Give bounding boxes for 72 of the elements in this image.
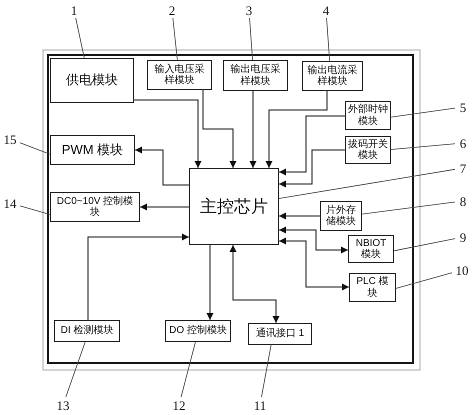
callout-number: 15: [0, 131, 20, 147]
leader-line: [390, 108, 456, 118]
callout-number: 4: [318, 2, 334, 18]
module-label: DI 检测模块: [60, 325, 114, 337]
module-label: 供电模块: [66, 73, 118, 88]
leader-line: [326, 18, 330, 62]
callout-number: 5: [455, 99, 471, 115]
arrow: [266, 90, 328, 168]
double-arrow: [278, 238, 350, 290]
arrow: [134, 100, 202, 168]
module-label: 片外存储模块: [325, 204, 357, 228]
module-label: DO 控制模块: [169, 325, 227, 337]
module-label: 外部时钟模块: [348, 104, 388, 127]
double-arrow: [230, 244, 280, 324]
leader-line: [20, 142, 50, 155]
leader-line: [362, 202, 456, 214]
module-box: [50, 192, 140, 222]
arrow: [134, 146, 190, 186]
module-box: [50, 135, 135, 165]
module-label: 输入电压采样模块: [154, 64, 206, 86]
arrow: [140, 204, 190, 210]
leader-line: [261, 344, 272, 398]
module-label: PLC 模块: [355, 276, 390, 299]
module-label: 输出电流采样模块: [306, 64, 358, 88]
arrow: [278, 150, 346, 188]
module-box: [54, 320, 120, 342]
leader-line: [65, 342, 86, 398]
leader-line: [75, 18, 85, 58]
module-label: 通讯接口 1: [256, 328, 304, 340]
arrow: [88, 234, 190, 320]
module-box: [189, 168, 279, 245]
module-box: [50, 58, 134, 103]
leader-line: [20, 205, 50, 215]
module-box: [302, 61, 363, 91]
module-box: [223, 60, 288, 91]
module-label: 输出电压采样模块: [230, 64, 282, 87]
module-label: PWM 模块: [62, 142, 124, 158]
module-box: [348, 235, 394, 263]
callout-number: 11: [250, 397, 270, 413]
leader-line: [249, 18, 253, 60]
module-label: DC0~10V 控制模块: [56, 196, 134, 218]
arrow: [202, 90, 236, 168]
callout-number: 1: [66, 2, 82, 18]
module-box: [248, 323, 312, 345]
callout-number: 6: [455, 135, 471, 151]
leader-line: [172, 18, 178, 60]
module-box: [320, 201, 362, 231]
callout-number: 14: [0, 195, 20, 211]
callout-number: 2: [164, 2, 180, 18]
module-label: NBIOT 模块: [354, 238, 388, 260]
leader-line: [278, 168, 456, 199]
callout-number: 12: [169, 397, 189, 413]
leader-line: [396, 272, 452, 289]
double-arrow: [278, 226, 348, 254]
arrow: [278, 212, 320, 220]
leader-line: [180, 342, 196, 398]
module-box: [165, 320, 231, 342]
module-label: 拔码开关模块: [348, 138, 388, 162]
module-box: [349, 273, 396, 302]
leader-line: [394, 238, 456, 252]
arrow: [206, 244, 214, 320]
leader-line: [390, 143, 456, 150]
callout-number: 10: [452, 262, 472, 278]
arrow: [278, 116, 346, 176]
module-label: 主控芯片: [200, 196, 268, 216]
callout-number: 7: [455, 160, 471, 176]
callout-number: 9: [455, 229, 471, 245]
callout-number: 3: [241, 2, 257, 18]
module-box: [147, 60, 212, 90]
callout-number: 13: [53, 397, 73, 413]
arrow: [250, 90, 256, 168]
callout-number: 8: [455, 193, 471, 209]
